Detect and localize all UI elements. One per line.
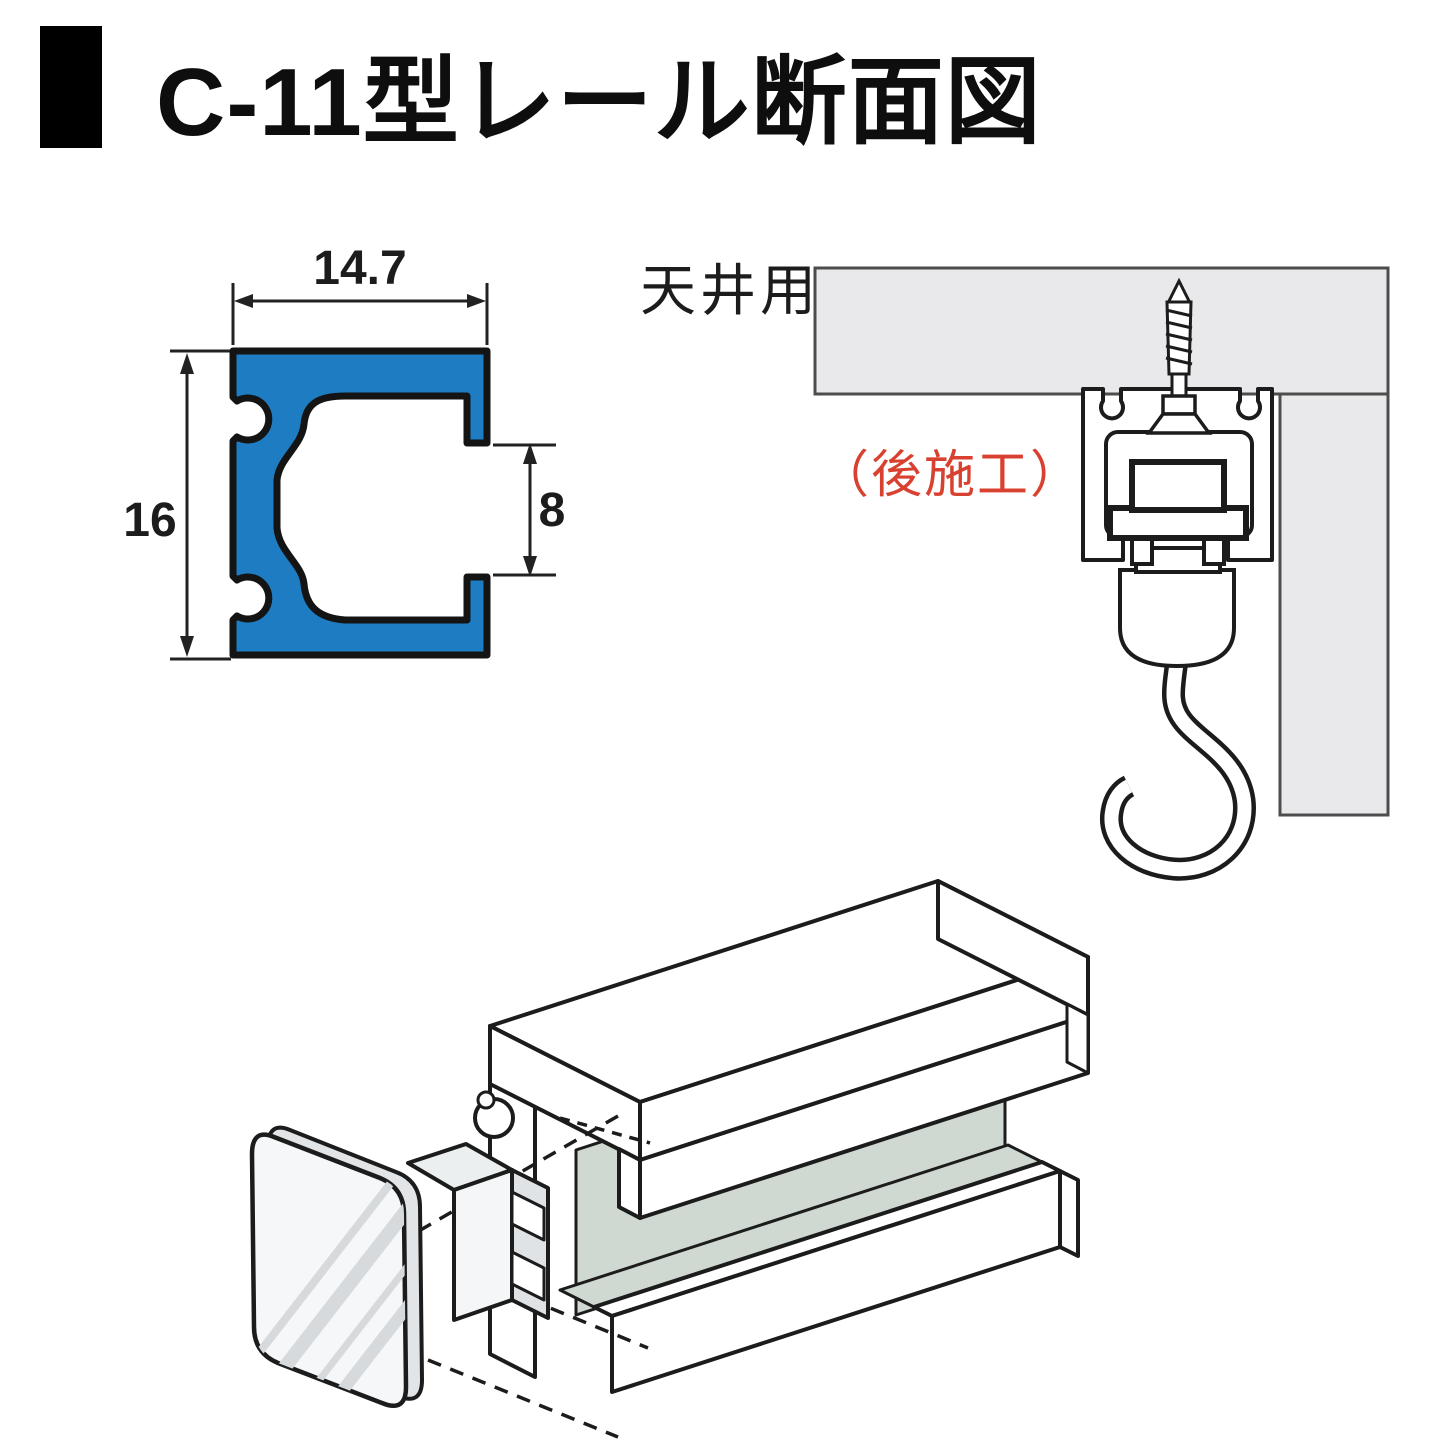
arrow-up-icon xyxy=(523,443,537,464)
keyhole-curl-icon xyxy=(476,1090,496,1110)
hook-body xyxy=(1118,568,1236,669)
arrow-right-icon xyxy=(467,294,486,308)
arrow-up-icon xyxy=(180,353,194,374)
connector-front-face xyxy=(452,1168,514,1322)
dimension-extension-lines xyxy=(170,283,556,661)
dim-width-label: 14.7 xyxy=(313,242,406,295)
screw-threads xyxy=(1165,308,1193,366)
hanger-slider xyxy=(1107,459,1249,566)
dim-opening: 8 xyxy=(523,443,565,577)
end-cap xyxy=(249,1125,424,1408)
arrow-down-icon xyxy=(180,636,194,657)
slider-block xyxy=(1129,459,1227,513)
hook-fill xyxy=(1104,659,1252,877)
bottom-flange-end-face xyxy=(1058,1169,1080,1258)
screw-boss xyxy=(1161,394,1197,416)
ceiling-mount-diagram: 天井用 （後施工） xyxy=(640,259,1390,881)
hanger-hook xyxy=(1099,546,1256,881)
cross-section-diagram: 14.7 16 8 xyxy=(123,242,565,661)
ceiling-slab xyxy=(813,266,1390,396)
rail-lip-end-tab xyxy=(617,1147,642,1220)
wall-column xyxy=(1278,392,1390,817)
dim-height: 16 xyxy=(123,353,194,657)
page-title: C-11型レール断面図 xyxy=(156,49,1042,156)
isometric-rail-diagram xyxy=(249,879,1090,1439)
title-marker xyxy=(40,26,102,148)
dim-opening-label: 8 xyxy=(539,484,566,537)
screw-shank xyxy=(1170,372,1188,398)
connector-boss xyxy=(510,1250,546,1302)
arrow-left-icon xyxy=(234,294,253,308)
arrow-down-icon xyxy=(523,556,537,577)
install-note-label: （後施工） xyxy=(818,446,1083,503)
rail-profile-shape xyxy=(229,347,491,659)
end-cap-front xyxy=(249,1132,409,1408)
rail-lip-right-end xyxy=(1065,1002,1090,1075)
dim-height-label: 16 xyxy=(123,494,176,547)
screw-flare xyxy=(1145,412,1213,435)
screw xyxy=(1145,277,1213,435)
connector-block xyxy=(406,1142,550,1322)
ceiling-use-label: 天井用 xyxy=(640,259,820,322)
connector-boss xyxy=(510,1190,546,1242)
dim-width: 14.7 xyxy=(234,242,486,308)
